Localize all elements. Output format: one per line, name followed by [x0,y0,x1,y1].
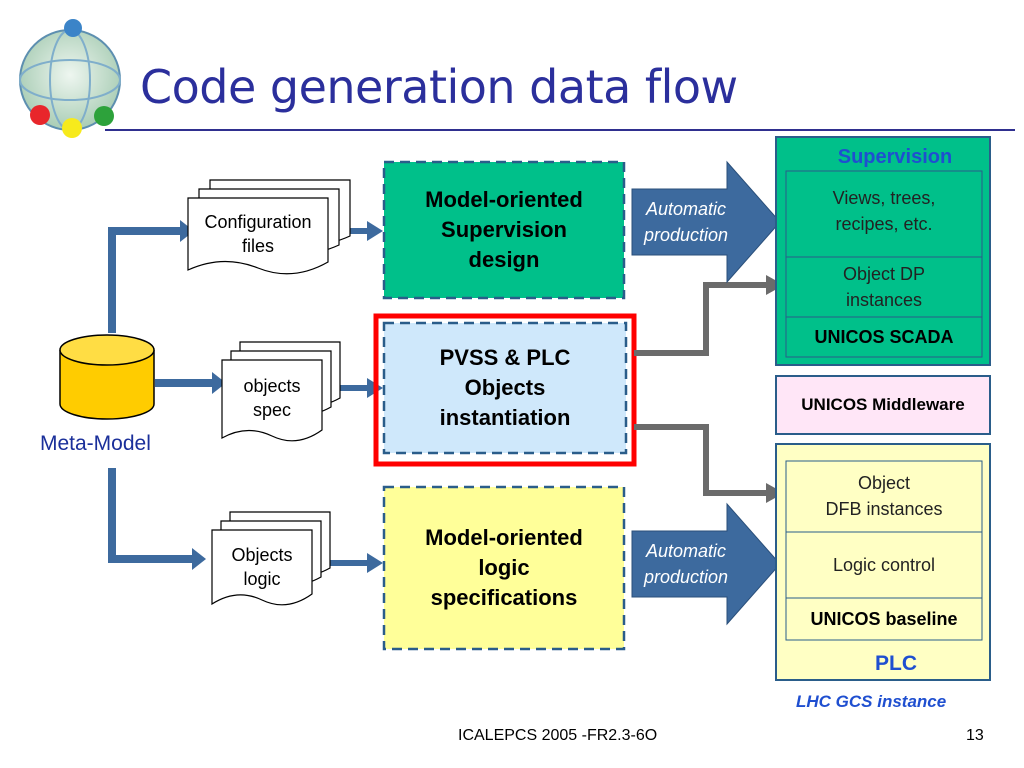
dp-instances-cell-bg [785,256,983,318]
automatic-production-arrow-top [631,160,781,284]
dp-instances-label: Object DP instances [842,264,926,310]
views-trees-label: Views, trees, recipes, etc. [832,188,936,234]
unicos-scada-label: UNICOS SCADA [814,326,954,347]
gcs-logo-icon [6,16,134,144]
objects-logic-label: Objects logic [231,545,293,589]
slide-footer: ICALEPCS 2005 -FR2.3-6O [458,727,658,744]
slide-title: Code generation data flow [140,60,738,114]
objects-spec-document-icon [221,341,341,442]
configuration-files-label: Configuration files [204,212,312,256]
automatic-production-bottom-label: Automatic production [643,541,729,587]
automatic-production-arrow-bottom [631,502,781,626]
title-underline [105,129,1015,131]
page-number: 13 [966,727,984,744]
objects-spec-label: objects spec [243,376,301,420]
logic-specifications-label: Model-oriented logic specifications [425,525,583,610]
plc-label: PLC [875,652,917,675]
highlight-frame [373,313,637,467]
views-cell-bg [785,170,983,258]
instantiation-label: PVSS & PLC Objects instantiation [439,345,571,430]
document-to-box-connectors [330,228,367,566]
instantiation-box [382,321,628,455]
logic-specifications-box [382,485,626,651]
supervision-design-box [382,160,626,300]
logic-control-label: Logic control [832,555,936,575]
objects-logic-document-icon [211,511,331,606]
meta-model-label: Meta-Model [40,432,151,455]
dfb-cell-bg [785,460,983,533]
logic-control-cell-bg [785,531,983,599]
unicos-middleware-label: UNICOS Middleware [801,395,965,414]
dfb-instances-label: Object DFB instances [825,473,943,519]
supervision-design-label: Model-oriented Supervision design [425,187,583,272]
lhc-gcs-instance-label: LHC GCS instance [796,692,947,711]
instantiation-connectors [634,282,768,496]
middleware-box [775,375,991,435]
configuration-files-document-icon [187,179,351,275]
baseline-cell-bg [785,597,983,641]
automatic-production-top-label: Automatic production [643,199,729,245]
scada-cell-bg [785,316,983,358]
unicos-baseline-label: UNICOS baseline [810,608,958,629]
meta-model-connectors [108,227,212,563]
database-icon [59,334,155,420]
supervision-label: Supervision [837,145,953,168]
